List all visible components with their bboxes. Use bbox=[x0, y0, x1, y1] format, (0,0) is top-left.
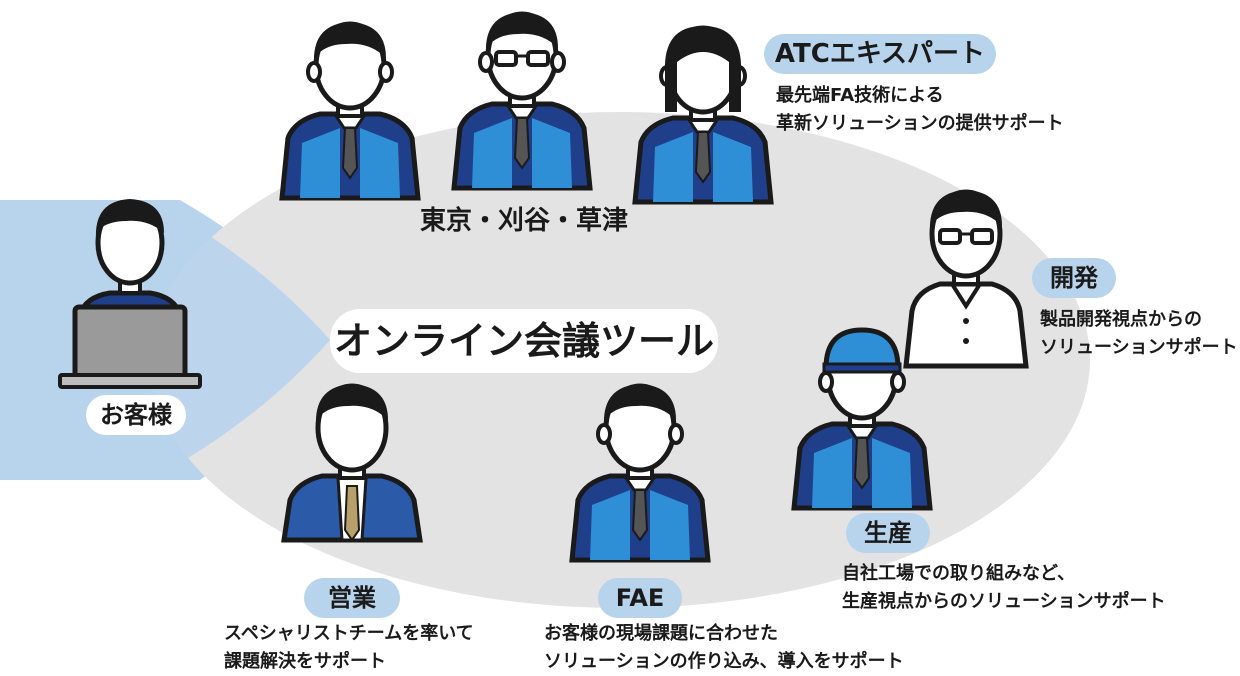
development-figure bbox=[903, 189, 1029, 369]
development-label: 開発 bbox=[1032, 258, 1116, 298]
atc-expert-description: 最先端FA技術による 革新ソリューションの提供サポート bbox=[776, 85, 1064, 134]
production-figure bbox=[794, 327, 930, 508]
atc-expert-figure-1 bbox=[282, 22, 418, 198]
customer-figure bbox=[58, 199, 202, 389]
development-description: 製品開発視点からの ソリューションサポート bbox=[1040, 309, 1238, 358]
atc-expert-locations: 東京・刈谷・草津 bbox=[420, 206, 629, 236]
sales-label: 営業 bbox=[304, 578, 400, 618]
atc-expert-label: ATCエキスパート bbox=[764, 34, 996, 74]
atc-expert-figure-3 bbox=[635, 26, 771, 202]
production-label: 生産 bbox=[846, 513, 930, 553]
fae-description: お客様の現場課題に合わせた ソリューションの作り込み、導入をサポート bbox=[544, 623, 904, 672]
fae-label: FAE bbox=[598, 578, 682, 618]
sales-description: スペシャリストチームを率いて 課題解決をサポート bbox=[224, 623, 474, 672]
customer-label: お客様 bbox=[86, 395, 186, 435]
atc-expert-figure-2 bbox=[454, 12, 590, 188]
sales-figure bbox=[281, 383, 423, 543]
meeting-tool-label: オンライン会議ツール bbox=[330, 309, 718, 373]
production-description: 自社工場での取り組みなど、 生産視点からのソリューションサポート bbox=[842, 563, 1166, 612]
